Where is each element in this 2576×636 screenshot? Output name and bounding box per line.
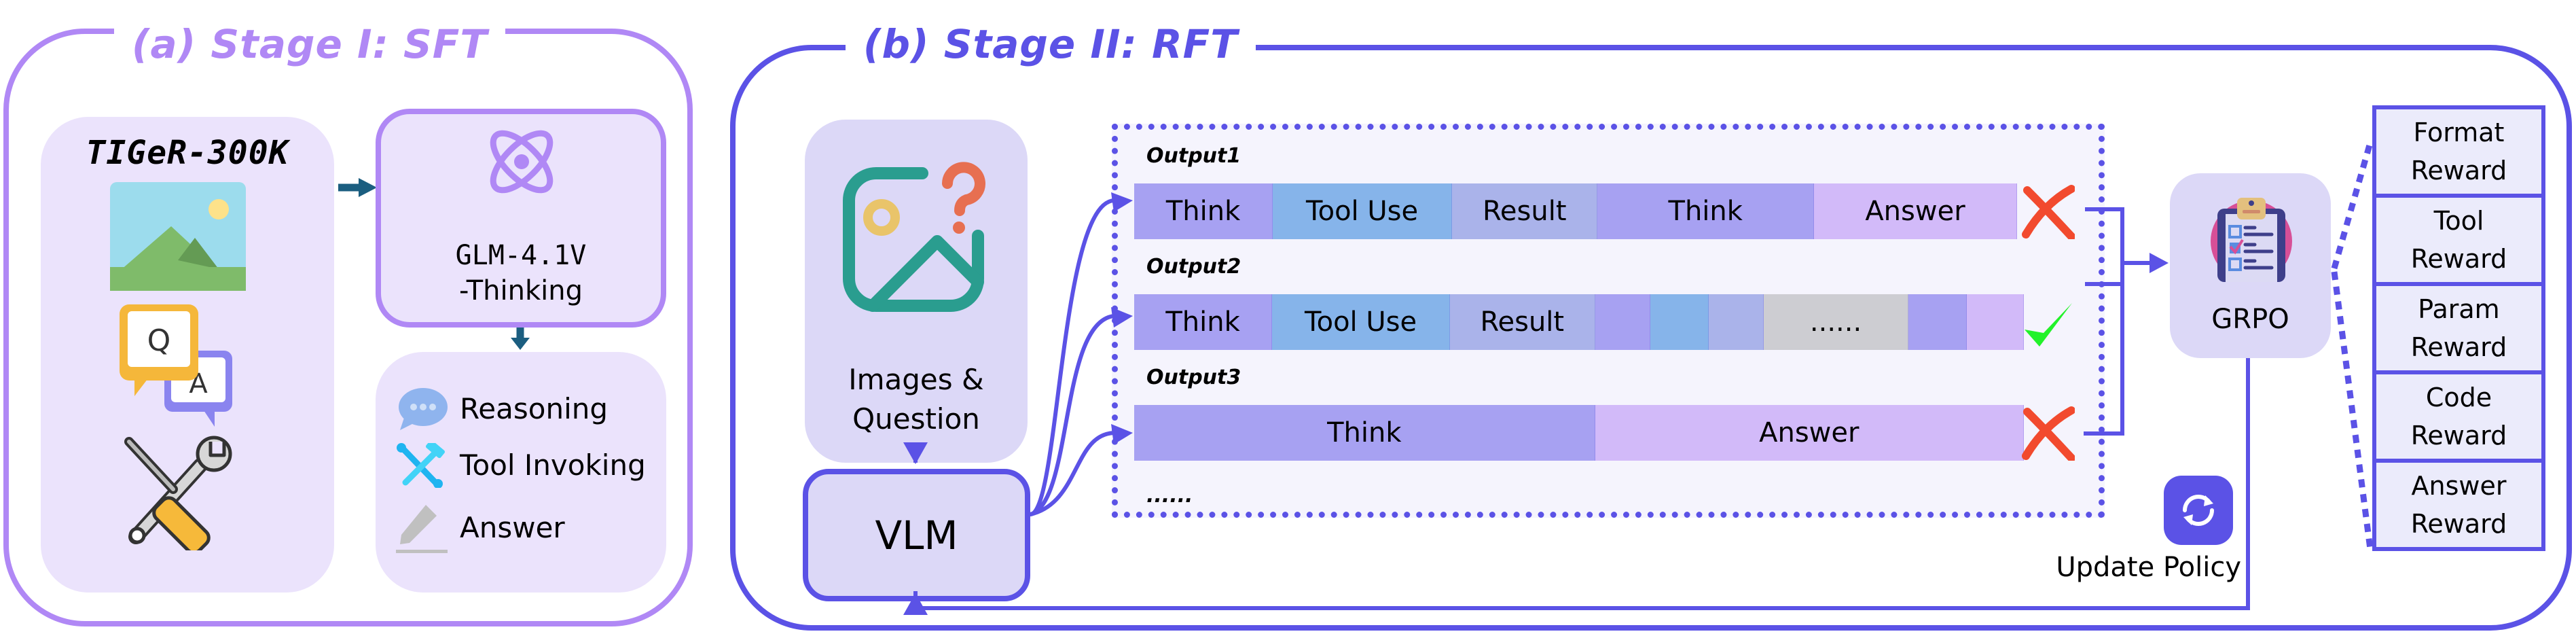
dataset-label: TIGeR-300K [86,134,289,172]
update-policy-label: Update Policy [2056,552,2241,583]
base-model-name: GLM-4.1V -Thinking [376,238,666,308]
segment-answer: Answer [1813,183,2017,239]
reward-name: Tool [2433,206,2484,236]
stage2-title: (b) Stage II: RFT [846,14,1256,75]
segment-answer: Answer [1595,405,2024,461]
more-outputs: ...... [1146,484,1193,508]
stage2-panel [730,45,2572,631]
question-answer-icon: A Q [120,304,232,427]
arrowhead-to-grpo [2149,253,2169,273]
arrowhead-output2 [1111,307,1133,328]
wrong-mark-icon [2022,185,2075,239]
segment-think: Think [1134,294,1273,350]
capabilities-list: Reasoning Tool Invoking Answer [396,384,646,559]
reward-name: Format [2413,118,2505,147]
reward-name: Code [2425,383,2492,412]
capability-label: Reasoning [460,392,609,425]
reward-name: Param [2418,294,2500,324]
wrong-mark-icon [2022,406,2075,461]
base-model-line2: -Thinking [458,275,583,306]
arrowhead-output1 [1111,192,1133,212]
output1-label: Output1 [1146,144,1241,168]
reward-name: Answer [2411,471,2507,501]
correct-mark-icon [2025,303,2072,347]
capability-reasoning: Reasoning [396,384,646,434]
capability-label: Answer [460,511,565,544]
segment-result: Result [1451,183,1598,239]
image-question-icon [843,162,985,312]
segment-result: Result [1450,294,1595,350]
segment-think: Think [1597,183,1814,239]
reward-suffix: Reward [2410,421,2507,450]
segment-tool: Tool Use [1273,183,1452,239]
optimizer-label: GRPO [2211,304,2289,335]
reward-suffix: Reward [2410,244,2507,274]
reward-suffix: Reward [2410,509,2507,539]
arrowhead-dataset-to-model [359,178,377,197]
segment-think: Think [1134,183,1273,239]
rewards-callout-bottom [2331,271,2374,550]
segment-result [1709,294,1764,350]
chat-bubble-icon [399,388,448,430]
segment-think: Think [1134,405,1595,461]
atom-icon [490,130,554,194]
output3-label: Output3 [1146,366,1241,389]
vlm-to-output3-curve [1030,431,1114,516]
input-label-line2: Question [852,402,980,436]
clipboard-checklist-icon [2211,198,2292,282]
capability-answer: Answer [396,497,646,559]
segment-think [1908,294,1967,350]
segment-gray: ...... [1764,294,1908,350]
stage1-title: (a) Stage I: SFT [114,14,505,75]
tools-icon [124,436,232,550]
segment-tool: Tool Use [1272,294,1451,350]
output2-label: Output2 [1146,255,1241,279]
base-model-card [376,109,666,328]
policy-model-box: VLM [803,469,1030,601]
vlm-to-output1-curve [1029,198,1114,516]
arrowhead-input-to-vlm [903,442,928,464]
reward-suffix: Reward [2410,156,2507,186]
arrowhead-output3 [1111,424,1133,444]
capability-tool-invoking: Tool Invoking [396,434,646,497]
input-label: Images & Question [805,360,1028,439]
outputs-to-grpo-bracket [2084,207,2153,436]
segment-tool [1650,294,1709,350]
reward-suffix: Reward [2410,332,2507,362]
arrowhead-to-vlm [903,593,928,615]
input-label-line1: Images & [848,363,984,396]
refresh-icon [2183,495,2214,526]
rewards-callout-top [2331,141,2374,270]
arrowhead-model-to-capabilities [511,338,530,350]
segment-think [1595,294,1650,350]
hammer-wrench-icon [397,443,445,488]
capability-label: Tool Invoking [460,448,646,482]
segment-answer [1967,294,2024,350]
base-model-line1: GLM-4.1V [455,240,587,271]
landscape-image-icon [110,182,246,291]
question-letter: Q [147,323,171,358]
update-policy-button [2164,476,2233,545]
pencil-icon [396,505,448,553]
vlm-to-output2-curve [1029,314,1114,516]
